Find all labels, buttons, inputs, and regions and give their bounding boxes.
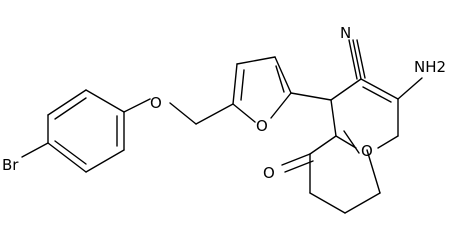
cyclohexenone-ring (309, 135, 381, 214)
amino-label: NH2 (414, 58, 446, 76)
chemical-structure: Br O O N NH2 O O (2, 24, 446, 214)
aryl-o-bond (123, 98, 151, 113)
nitrile-nitrogen-label: N (340, 24, 351, 42)
furan-c4-bond (290, 92, 332, 101)
ketone-oxygen-label: O (263, 164, 275, 182)
nitrile-group (348, 39, 366, 80)
pyran-oxygen-label: O (361, 142, 373, 160)
c-br-bond (21, 142, 49, 158)
furan-oxygen-label: O (256, 117, 268, 135)
ketone-group (281, 153, 314, 173)
bromine-label: Br (2, 156, 19, 174)
ch2-furan-bond (195, 103, 234, 125)
furan-ring (232, 56, 292, 123)
pyran-ring (330, 78, 399, 154)
o-ch2-bond (169, 102, 197, 125)
bromophenyl-ring (47, 89, 125, 173)
c-nh2-bond (397, 77, 423, 100)
ether-oxygen-label: O (150, 94, 162, 112)
